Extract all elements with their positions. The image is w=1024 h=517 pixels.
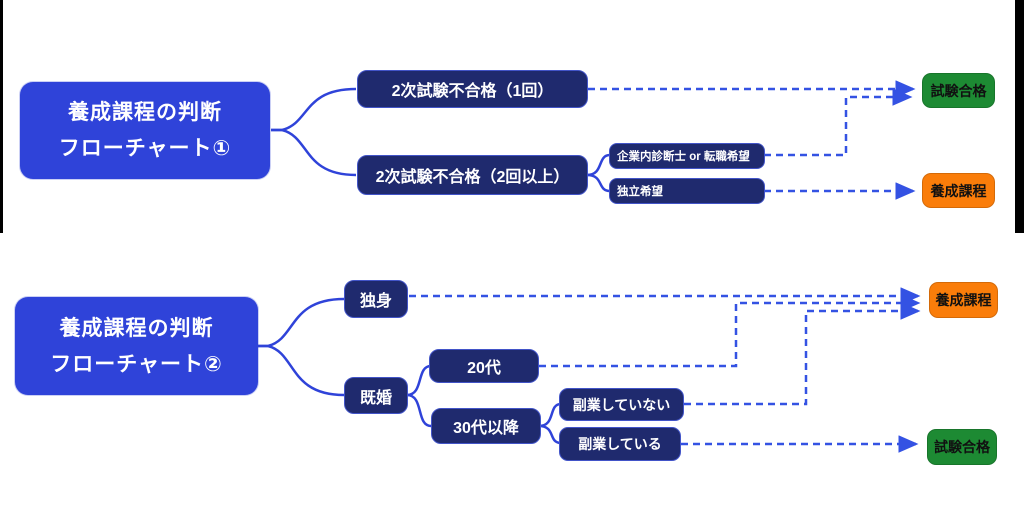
chart2-title-box: 養成課程の判断 フローチャート② [15,297,258,395]
chart1-node-fail-once: 2次試験不合格（1回） [357,70,588,108]
chart1-node-independent-label: 独立希望 [617,186,663,198]
chart2-node-twenties-label: 20代 [467,360,501,377]
chart2-node-twenties: 20代 [429,349,539,383]
left-edge-bar [0,0,3,233]
chart1-node-fail-once-label: 2次試験不合格（1回） [391,83,554,100]
chart1-node-inhouse-label: 企業内診断士 or 転職希望 [617,151,750,163]
chart1-outcome-exam-pass: 試験合格 [922,73,995,108]
chart2-node-married: 既婚 [344,377,408,414]
chart1-outcome-training-label: 養成課程 [930,182,987,199]
chart2-node-married-label: 既婚 [359,389,392,407]
chart2-node-no-side-business: 副業していない [559,388,684,421]
chart2-outcome-exam-pass: 試験合格 [927,429,997,465]
chart1-node-fail-multi: 2次試験不合格（2回以上） [357,155,588,195]
chart2-outcome-training-course: 養成課程 [929,282,998,318]
dashed-arrows [409,80,921,453]
right-edge-bar [1015,0,1024,233]
chart2-outcome-training-label: 養成課程 [935,292,992,308]
solid-branches [257,87,611,445]
chart2-node-single-label: 独身 [359,293,392,310]
chart1-node-independent: 独立希望 [609,178,765,204]
chart2-node-no-side-business-label: 副業していない [572,396,671,413]
chart1-title-line1: 養成課程の判断 [68,101,222,124]
chart1-outcome-training-course: 養成課程 [922,173,995,208]
chart2-title-line1: 養成課程の判断 [59,316,214,340]
chart2-node-side-business: 副業している [559,427,681,461]
chart1-title-line2: フローチャート① [58,137,232,160]
chart1-node-inhouse-or-jobchange: 企業内診断士 or 転職希望 [609,143,765,169]
chart2-node-thirties-plus: 30代以降 [431,408,541,444]
chart1-node-fail-multi-label: 2次試験不合格（2回以上） [375,169,570,186]
chart2-node-side-business-label: 副業している [578,436,662,452]
chart1-outcome-exam-pass-label: 試験合格 [930,82,987,99]
chart2-node-single: 独身 [344,280,408,318]
chart2-node-thirties-plus-label: 30代以降 [453,420,519,437]
chart1-title-box: 養成課程の判断 フローチャート① [20,82,270,179]
chart2-title-line2: フローチャート② [50,352,223,376]
chart2-outcome-exam-pass-label: 試験合格 [934,439,990,455]
